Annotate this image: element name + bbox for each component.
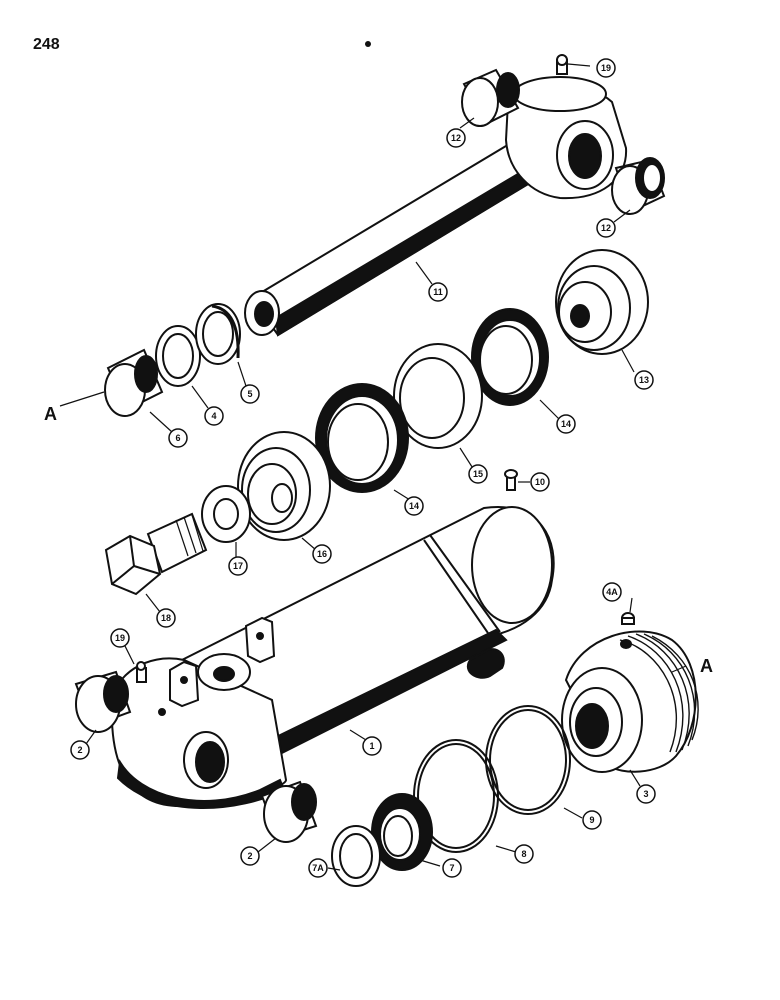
svg-text:7A: 7A xyxy=(312,863,324,873)
svg-text:5: 5 xyxy=(247,389,252,399)
gland-part-3 xyxy=(561,630,699,773)
callout-13: 13 xyxy=(634,370,654,390)
grease-fitting-part-19-bottom xyxy=(136,661,147,683)
seal-part-14-right xyxy=(471,308,549,406)
svg-text:13: 13 xyxy=(639,375,649,385)
ring-part-5 xyxy=(195,303,241,365)
ring-part-4 xyxy=(155,325,201,387)
callout-9: 9 xyxy=(582,810,602,830)
callout-14-right: 14 xyxy=(556,414,576,434)
svg-text:6: 6 xyxy=(175,433,180,443)
callout-6: 6 xyxy=(168,428,188,448)
callout-4a: 4A xyxy=(602,582,622,602)
svg-text:16: 16 xyxy=(317,549,327,559)
callout-7: 7 xyxy=(442,858,462,878)
section-marker-a-left: A xyxy=(44,404,57,424)
piston-rod-part-11 xyxy=(244,76,628,337)
ink-dot xyxy=(365,41,371,47)
bolt-part-18 xyxy=(104,512,208,596)
callout-7a: 7A xyxy=(308,858,328,878)
grease-fitting-part-19-top xyxy=(556,54,568,75)
callout-16: 16 xyxy=(312,544,332,564)
screw-part-4a xyxy=(621,612,635,625)
callout-3: 3 xyxy=(636,784,656,804)
svg-text:12: 12 xyxy=(601,223,611,233)
svg-text:9: 9 xyxy=(589,815,594,825)
svg-text:4: 4 xyxy=(211,411,216,421)
callout-10: 10 xyxy=(530,472,550,492)
callout-4: 4 xyxy=(204,406,224,426)
svg-text:2: 2 xyxy=(247,851,252,861)
callout-19-top: 19 xyxy=(596,58,616,78)
callout-11: 11 xyxy=(428,282,448,302)
bushing-part-12-left xyxy=(461,68,520,127)
callout-19-bottom: 19 xyxy=(110,628,130,648)
svg-text:18: 18 xyxy=(161,613,171,623)
callout-5: 5 xyxy=(240,384,260,404)
svg-text:14: 14 xyxy=(409,501,419,511)
callout-2-left: 2 xyxy=(70,740,90,760)
svg-text:11: 11 xyxy=(433,287,443,297)
callout-12-right: 12 xyxy=(596,218,616,238)
seal-part-14-left xyxy=(315,383,409,493)
svg-text:14: 14 xyxy=(561,419,571,429)
svg-text:10: 10 xyxy=(535,477,545,487)
callout-2-bottom: 2 xyxy=(240,846,260,866)
svg-text:7: 7 xyxy=(449,863,454,873)
svg-text:8: 8 xyxy=(521,849,526,859)
callout-18: 18 xyxy=(156,608,176,628)
piston-part-16 xyxy=(237,431,331,541)
callout-14-left: 14 xyxy=(404,496,424,516)
bushing-part-12-right xyxy=(611,157,666,215)
callout-15: 15 xyxy=(468,464,488,484)
screw-part-10 xyxy=(504,469,518,491)
svg-text:19: 19 xyxy=(601,63,611,73)
bushing-part-6 xyxy=(104,348,164,417)
callout-1: 1 xyxy=(362,736,382,756)
bushing-part-2-left xyxy=(74,670,132,733)
section-marker-a-right: A xyxy=(700,656,713,676)
svg-text:12: 12 xyxy=(451,133,461,143)
svg-text:4A: 4A xyxy=(606,587,618,597)
svg-text:2: 2 xyxy=(77,745,82,755)
callout-8: 8 xyxy=(514,844,534,864)
cylinder-barrel-part-1 xyxy=(110,505,555,809)
svg-text:3: 3 xyxy=(643,789,648,799)
bushing-part-2-bottom xyxy=(260,780,318,843)
callout-17: 17 xyxy=(228,556,248,576)
wear-ring-part-15 xyxy=(393,343,483,449)
svg-text:17: 17 xyxy=(233,561,243,571)
washer-part-17 xyxy=(201,485,251,543)
svg-text:15: 15 xyxy=(473,469,483,479)
svg-text:19: 19 xyxy=(115,633,125,643)
page-number: 248 xyxy=(33,36,60,53)
svg-text:1: 1 xyxy=(369,741,374,751)
piston-part-13 xyxy=(555,249,649,355)
seal-part-7 xyxy=(371,793,433,871)
callout-12-left: 12 xyxy=(446,128,466,148)
o-ring-part-9 xyxy=(485,705,571,815)
ring-part-7a xyxy=(331,825,381,887)
leader-lines xyxy=(59,63,687,871)
